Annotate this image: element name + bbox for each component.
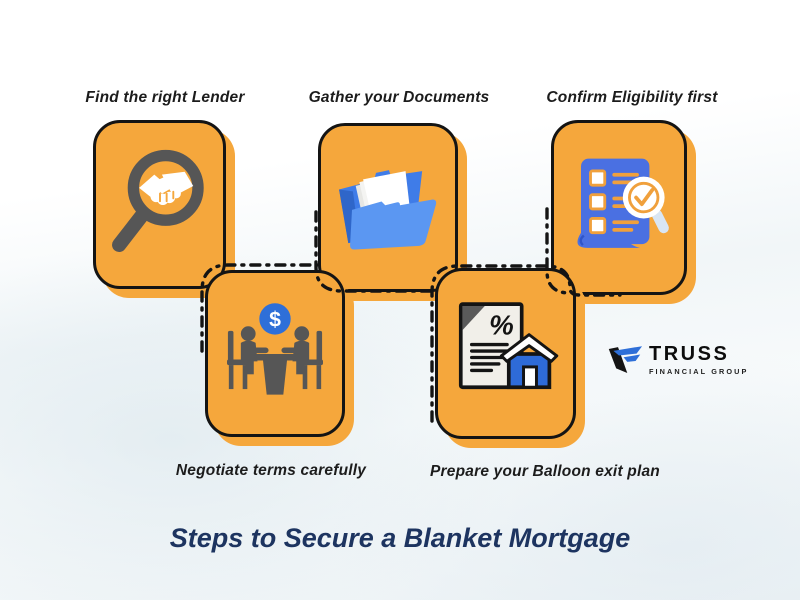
truss-financial-group-logo: TRUSS FINANCIAL GROUP <box>606 344 748 378</box>
magnifier-handshake-icon <box>111 149 204 252</box>
step-label-negotiate-terms: Negotiate terms carefully <box>175 462 367 479</box>
step-card-negotiate-terms: $ <box>205 270 345 437</box>
dollar-glyph: $ <box>269 308 281 331</box>
page-title: Steps to Secure a Blanket Mortgage <box>169 523 631 553</box>
step-label-gather-documents: Gather your Documents <box>308 89 490 106</box>
checklist-magnifier-icon <box>577 158 669 248</box>
step-card-gather-documents <box>318 123 458 292</box>
truss-logo-mark-icon <box>608 346 643 374</box>
step-label-find-lender: Find the right Lender <box>85 89 245 106</box>
negotiation-table-icon: $ <box>227 302 323 395</box>
step-label-confirm-eligibility: Confirm Eligibility first <box>546 89 718 106</box>
step-card-confirm-eligibility <box>551 120 687 295</box>
step-card-find-lender <box>93 120 226 289</box>
percent-document-house-icon: % <box>458 301 558 389</box>
step-label-balloon-exit-plan: Prepare your Balloon exit plan <box>430 463 660 480</box>
percent-glyph: % <box>489 309 514 340</box>
folder-documents-icon <box>339 169 437 250</box>
logo-subtitle: FINANCIAL GROUP <box>649 367 749 376</box>
logo-name: TRUSS <box>649 343 730 365</box>
step-card-balloon-exit-plan: % <box>435 268 576 439</box>
